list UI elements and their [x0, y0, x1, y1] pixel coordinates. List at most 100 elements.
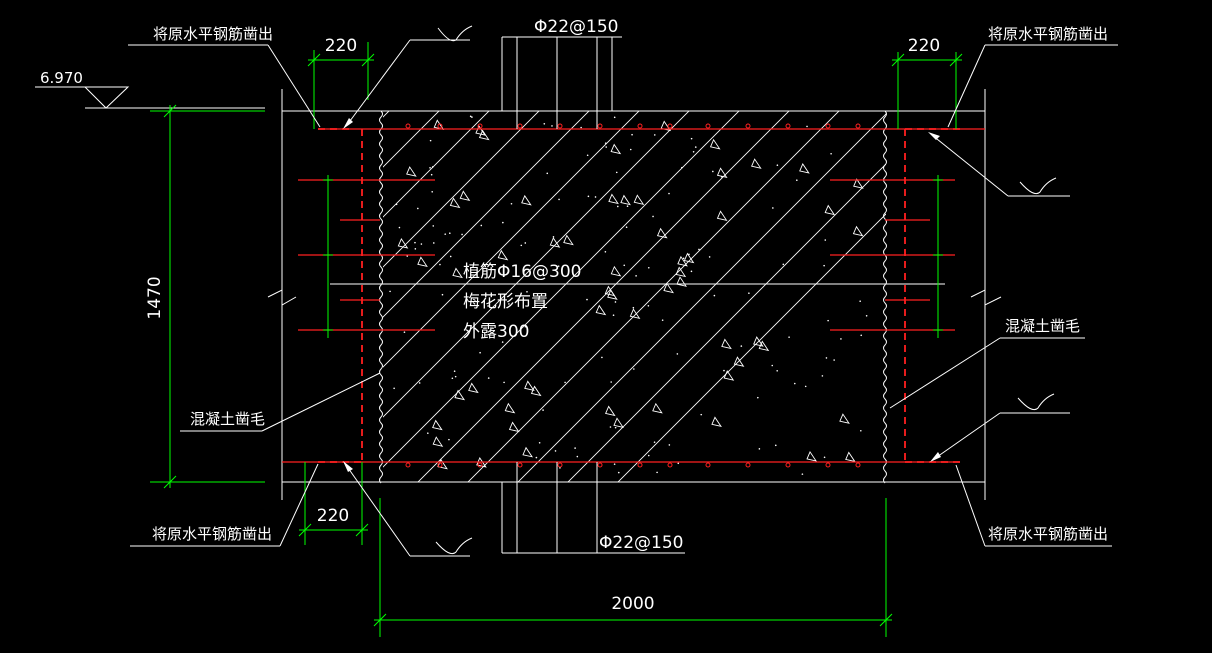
weld-leader-top-left [343, 25, 473, 129]
aggregate-dot [626, 205, 629, 208]
aggregate-dot [647, 304, 650, 307]
hatch-line [383, 111, 540, 268]
aggregate-dot [586, 298, 588, 301]
aggregate-dot [557, 265, 560, 267]
aggregate-dot [772, 207, 774, 209]
aggregate-dot [461, 233, 463, 236]
hatch-line [383, 111, 440, 168]
rough-interface-right [883, 110, 887, 484]
aggregate-dot [432, 225, 435, 227]
aggregate-dot [609, 426, 612, 428]
aggregate-dot [823, 264, 825, 267]
aggregate-dot [605, 146, 608, 148]
weld-leader-right-upper [928, 132, 1070, 197]
aggregate-dot [524, 242, 527, 244]
aggregate-mark [629, 308, 641, 319]
hatch-line [383, 111, 640, 368]
aggregate-dot [617, 205, 619, 208]
aggregate-dot [587, 195, 590, 198]
rebar-dot [477, 462, 483, 468]
hatch-line [417, 111, 790, 482]
aggregate-mark [716, 210, 728, 221]
aggregate-mark [853, 178, 864, 189]
rebar-dot [785, 462, 791, 468]
aggregate-dot [647, 454, 650, 457]
aggregate-dot [418, 382, 421, 384]
bottom-rebar-bracket [501, 462, 685, 554]
aggregate-dot [546, 172, 549, 175]
aggregate-dot [668, 444, 671, 446]
aggregate-dot [604, 250, 607, 253]
aggregate-dot [502, 221, 504, 224]
aggregate-dot [393, 387, 395, 390]
aggregate-dot [827, 319, 829, 322]
aggregate-dot [604, 142, 607, 144]
aggregate-dot [431, 190, 433, 193]
weld-leader-right-lower [930, 393, 1070, 462]
aggregate-dot [576, 455, 579, 458]
aggregate-dot [698, 248, 700, 251]
aggregate-dot [656, 471, 658, 474]
leader-rough-left [180, 372, 381, 432]
aggregate-dot [614, 426, 617, 429]
aggregate-dot [682, 257, 685, 260]
dim-220-top-right-label: 220 [908, 36, 940, 56]
elevation-marker [35, 86, 265, 109]
aggregate-dot [635, 275, 637, 277]
aggregate-mark [753, 336, 764, 347]
aggregate-mark [497, 249, 509, 261]
aggregate-mark [620, 194, 631, 206]
aggregate-mark [806, 450, 818, 462]
aggregate-mark [711, 416, 722, 428]
aggregate-dot [551, 125, 553, 127]
aggregate-dot [793, 382, 796, 385]
aggregate-dot [757, 396, 759, 399]
aggregate-dot [647, 266, 650, 269]
aggregate-dot [417, 207, 419, 210]
rebar-dot [437, 462, 443, 468]
label-rough-right: 混凝土凿毛 [1005, 317, 1080, 335]
aggregate-mark [417, 256, 428, 267]
hatch-line [383, 111, 740, 468]
rebar-dot [517, 123, 523, 129]
aggregate-dot [713, 294, 716, 297]
aggregate-mark [652, 402, 663, 414]
aggregate-dot [652, 215, 654, 218]
rebar-dot [557, 462, 563, 468]
label-top-left: 将原水平钢筋凿出 [153, 25, 273, 43]
aggregate-dot [758, 448, 761, 450]
aggregate-mark [406, 166, 417, 177]
aggregate-dot [449, 232, 451, 235]
aggregate-dot [431, 166, 434, 168]
dim-220-top-right [891, 52, 963, 129]
aggregate-dot [552, 236, 555, 238]
aggregate-mark [524, 380, 535, 392]
weld-leader-bottom-left [343, 461, 473, 557]
leader-bottom-right [955, 464, 1112, 547]
rebar-dot [597, 123, 603, 129]
label-rough-left: 混凝土凿毛 [190, 410, 265, 428]
aggregate-dot [430, 173, 433, 176]
aggregate-dot [429, 139, 432, 142]
aggregate-dot [629, 148, 632, 151]
aggregate-mark [605, 405, 616, 417]
leader-top-right [947, 44, 1118, 128]
hatch-line [517, 113, 886, 482]
anchor-note-line3: 外露300 [463, 322, 529, 342]
rebar-dot [667, 462, 673, 468]
rebar-dot [517, 462, 523, 468]
aggregate-dot [538, 441, 541, 444]
rebar-dot [667, 123, 673, 129]
rebar-dot [637, 462, 643, 468]
aggregate-dot [860, 429, 862, 432]
aggregate-dot [653, 134, 656, 136]
dim-220-bottom-left-label: 220 [317, 506, 349, 526]
aggregate-dot [449, 255, 452, 258]
rebar-dot [597, 462, 603, 468]
hatch-line [467, 111, 840, 482]
label-bottom-right: 将原水平钢筋凿出 [988, 525, 1108, 543]
aggregate-dot [840, 338, 842, 340]
rebar-dot [825, 462, 831, 468]
aggregate-dot [594, 196, 597, 198]
aggregate-mark [845, 451, 856, 463]
